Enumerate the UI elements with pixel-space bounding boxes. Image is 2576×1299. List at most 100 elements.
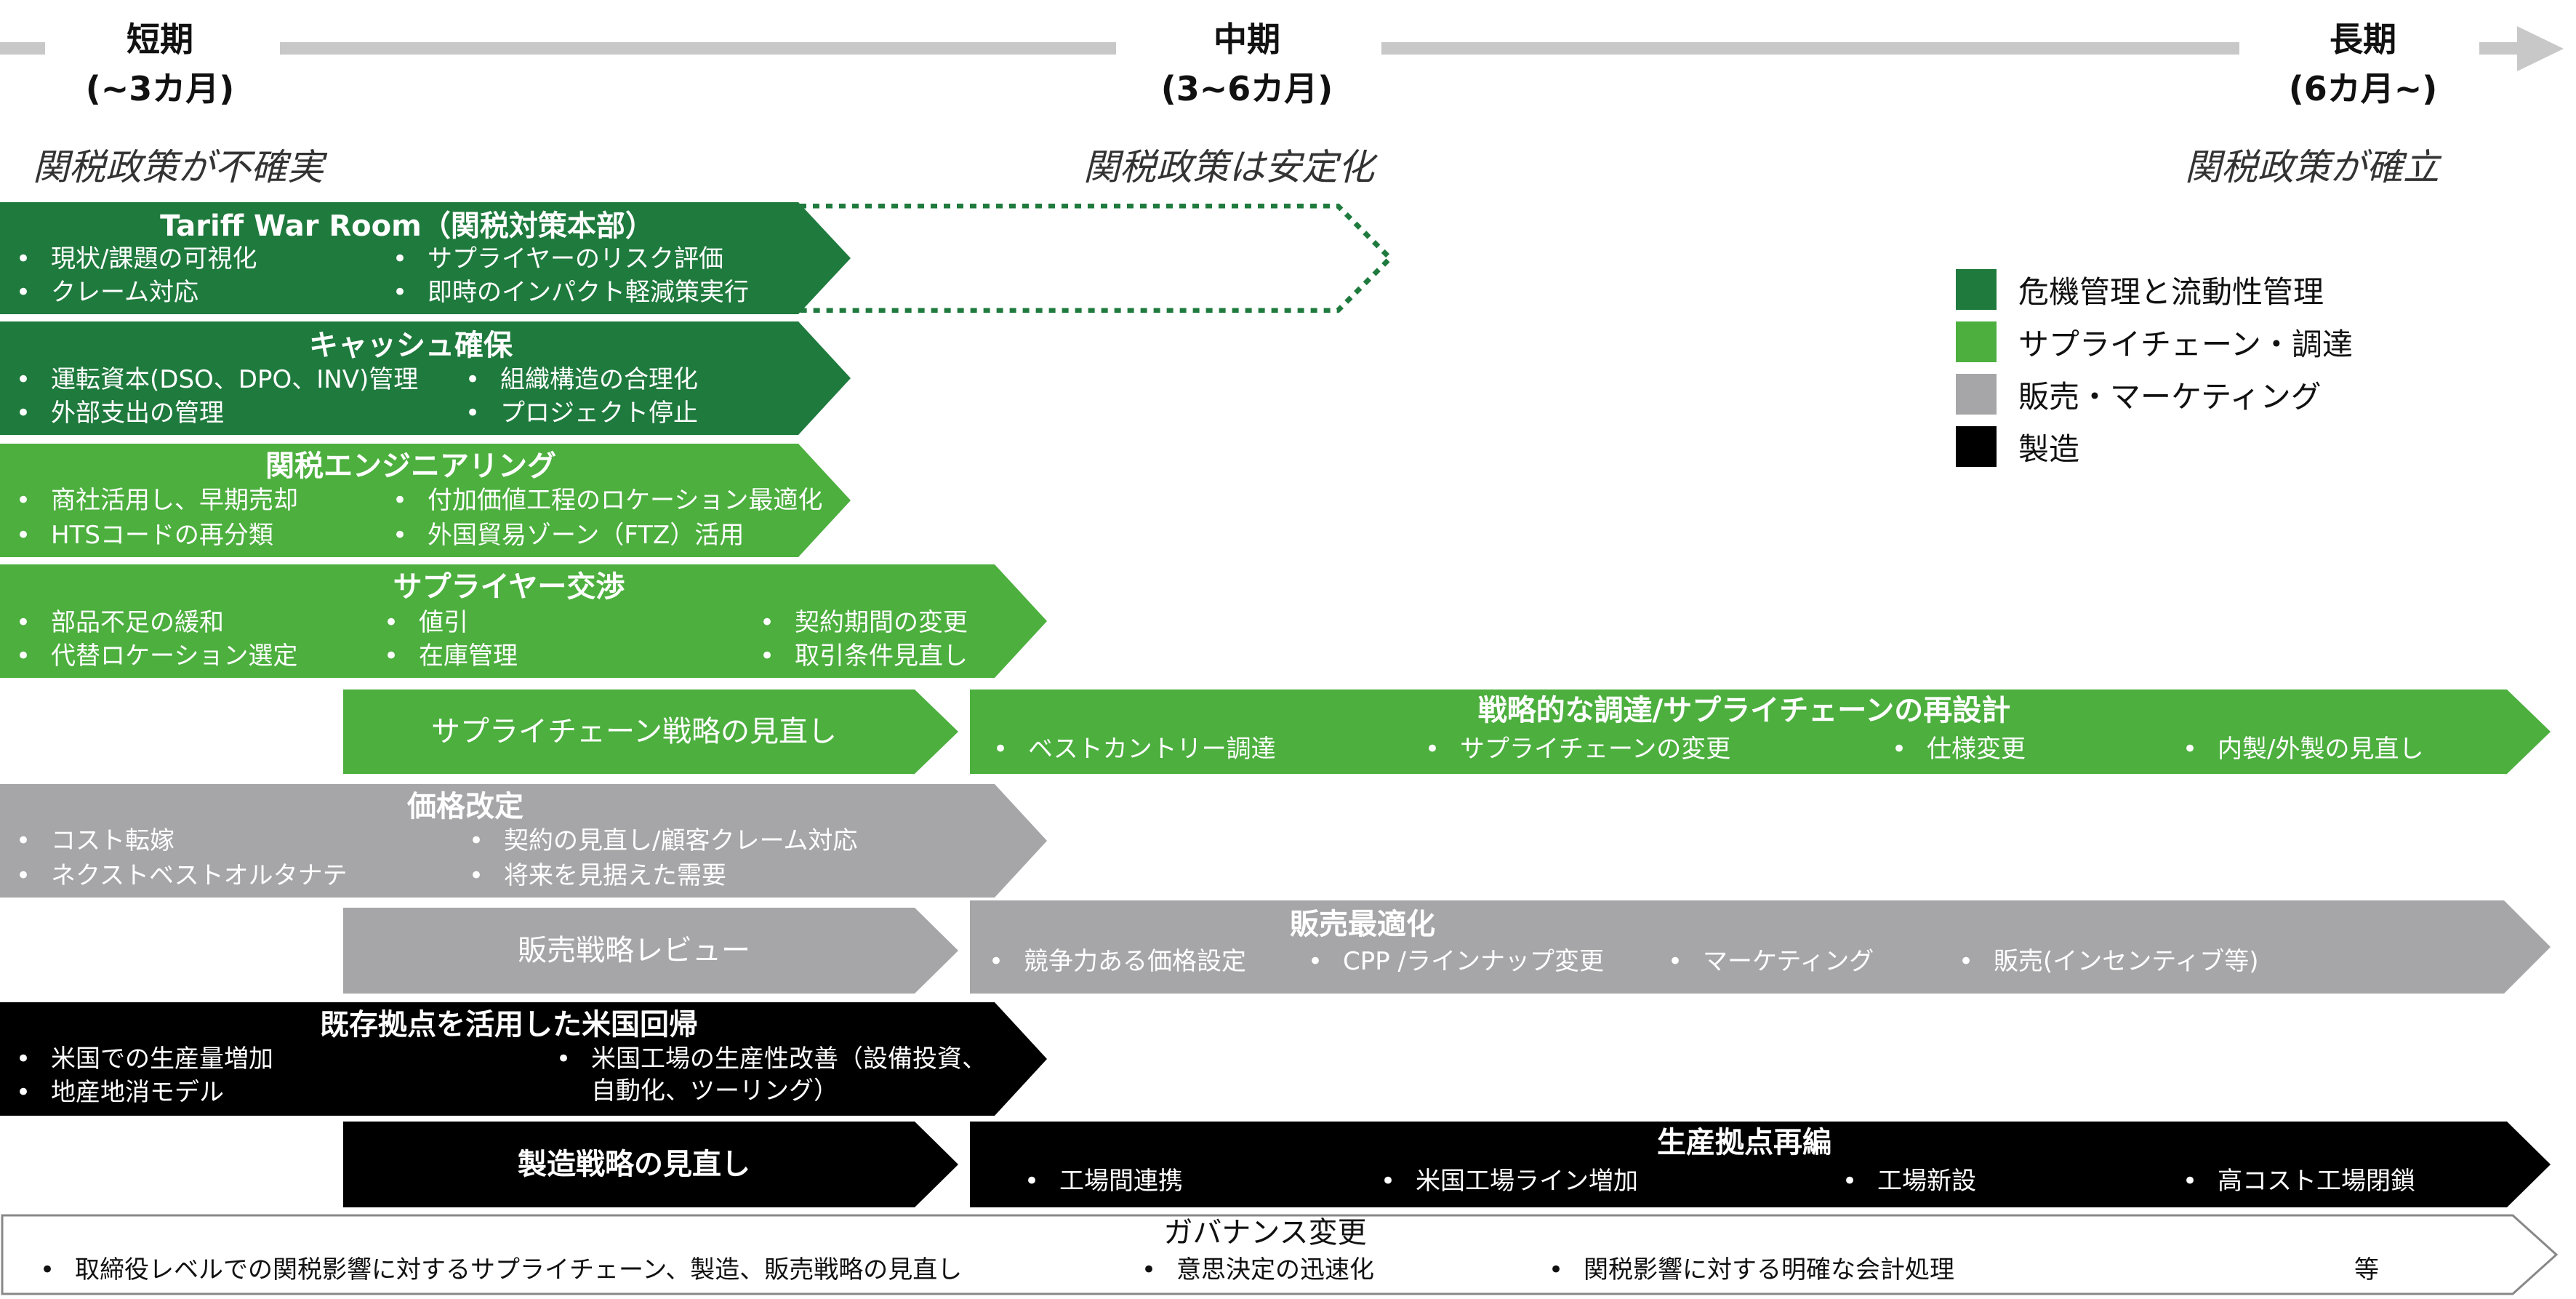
band-mfg-review-shape xyxy=(343,1122,958,1207)
phase-short: 短期 (~3カ月) xyxy=(51,15,269,113)
band-pricing-item: ネクストベストオルタナテ xyxy=(16,860,348,892)
phase-long: 長期 (6カ月~) xyxy=(2254,15,2472,113)
band-sales-optimization-item: 競争力ある価格設定 xyxy=(989,946,1246,978)
phase-mid-label: 中期 xyxy=(1213,20,1280,59)
band-mfg-reorganization-item: 工場間連携 xyxy=(1024,1165,1183,1197)
band-reshoring: 既存拠点を活用した米国回帰 米国での生産量増加 米国工場の生産性改善（設備投資、… xyxy=(0,1002,1047,1116)
phase-short-note: 関税政策が不確実 xyxy=(33,146,324,188)
band-tariff-war-room: Tariff War Room（関税対策本部） 現状/課題の可視化 サプライヤー… xyxy=(0,202,851,314)
band-reshoring-title: 既存拠点を活用した米国回帰 xyxy=(320,1008,698,1042)
band-mfg-reorganization-shape xyxy=(970,1122,2551,1207)
band-governance-item: 関税影響に対する明確な会計処理 xyxy=(1549,1254,1954,1286)
phase-long-label: 長期 xyxy=(2330,20,2396,59)
band-supplier-negotiation-item: 在庫管理 xyxy=(384,640,518,672)
band-mfg-review-title: 製造戦略の見直し xyxy=(518,1148,750,1181)
band-tariff-engineering-item: HTSコードの再分類 xyxy=(16,519,273,551)
band-tariff-engineering-item: 外国貿易ゾーン（FTZ）活用 xyxy=(393,519,744,551)
legend-swatch-sales xyxy=(1956,374,1997,415)
phase-short-label: 短期 xyxy=(127,20,193,59)
band-tariff-war-room-item: クレーム対応 xyxy=(16,276,198,308)
band-supplier-negotiation-title: サプライヤー交渉 xyxy=(393,570,625,604)
band-cash-title: キャッシュ確保 xyxy=(309,329,513,362)
band-cash-item: 外部支出の管理 xyxy=(16,397,224,429)
timeline-bar-left-stub xyxy=(0,42,45,55)
legend-label: 製造 xyxy=(2018,431,2080,467)
legend-swatch-crisis xyxy=(1956,269,1997,310)
band-reshoring-item: 米国工場の生産性改善（設備投資、自動化、ツーリング） xyxy=(556,1043,1009,1107)
band-sc-strategy-review: サプライチェーン戦略の見直し xyxy=(343,690,958,774)
band-pricing: 価格改定 コスト転嫁 契約の見直し/顧客クレーム対応 ネクストベストオルタナテ … xyxy=(0,784,1047,898)
band-sc-redesign: 戦略的な調達/サプライチェーンの再設計 ベストカントリー調達 サプライチェーンの… xyxy=(970,690,2551,774)
band-mfg-review: 製造戦略の見直し xyxy=(343,1122,958,1207)
band-pricing-item: コスト転嫁 xyxy=(16,825,174,857)
band-sc-redesign-item: 仕様変更 xyxy=(1892,733,2026,765)
legend-label: サプライチェーン・調達 xyxy=(2018,326,2353,362)
band-governance: ガバナンス変更 取締役レベルでの関税影響に対するサプライチェーン、製造、販売戦略… xyxy=(0,1213,2559,1296)
band-mfg-reorganization: 生産拠点再編 工場間連携 米国工場ライン増加 工場新設 高コスト工場閉鎖 xyxy=(970,1122,2551,1207)
band-supplier-negotiation-item: 取引条件見直し xyxy=(760,640,968,672)
legend-swatch-supply xyxy=(1956,321,1997,362)
band-governance-item: 取締役レベルでの関税影響に対するサプライチェーン、製造、販売戦略の見直し xyxy=(40,1254,962,1286)
band-tariff-engineering-item: 商社活用し、早期売却 xyxy=(16,484,298,516)
legend-swatch-mfg xyxy=(1956,426,1997,467)
legend-item-sales: 販売・マーケティング xyxy=(1956,374,2322,415)
timeline-bar-short-mid xyxy=(280,42,1116,55)
band-sales-review-shape xyxy=(343,908,958,994)
band-supplier-negotiation-item: 値引 xyxy=(384,607,468,639)
band-pricing-item: 将来を見据えた需要 xyxy=(469,860,726,892)
band-sc-redesign-item: サプライチェーンの変更 xyxy=(1425,733,1730,765)
legend-item-crisis: 危機管理と流動性管理 xyxy=(1956,269,2324,310)
band-sc-strategy-review-title: サプライチェーン戦略の見直し xyxy=(431,715,837,748)
band-sales-review-title: 販売戦略レビュー xyxy=(518,934,750,967)
timeline-bar-mid-long xyxy=(1381,42,2239,55)
band-mfg-reorganization-item: 米国工場ライン増加 xyxy=(1381,1165,1638,1197)
band-tariff-engineering: 関税エンジニアリング 商社活用し、早期売却 付加価値工程のロケーション最適化 H… xyxy=(0,444,851,557)
band-cash-item: 運転資本(DSO、DPO、INV)管理 xyxy=(16,364,418,396)
band-governance-suffix: 等 xyxy=(2354,1255,2379,1284)
band-sales-optimization-item: 販売(インセンティブ等) xyxy=(1959,946,2259,978)
phase-mid-range: (3~6カ月) xyxy=(1160,69,1333,108)
legend-item-mfg: 製造 xyxy=(1956,426,2079,467)
band-sales-optimization-item: CPP /ラインナップ変更 xyxy=(1308,946,1604,978)
band-tariff-engineering-title: 関税エンジニアリング xyxy=(265,449,556,483)
band-pricing-title: 価格改定 xyxy=(407,790,523,823)
band-governance-title: ガバナンス変更 xyxy=(1163,1216,1367,1250)
band-mfg-reorganization-item: 工場新設 xyxy=(1842,1165,1976,1197)
band-mfg-reorganization-item: 高コスト工場閉鎖 xyxy=(2183,1165,2415,1197)
band-cash-item: プロジェクト停止 xyxy=(465,397,698,429)
phase-long-range: (6カ月~) xyxy=(2288,69,2438,108)
band-reshoring-item: 米国での生産量増加 xyxy=(16,1043,273,1075)
band-sc-redesign-title: 戦略的な調達/サプライチェーンの再設計 xyxy=(1477,694,2011,727)
band-sc-redesign-item: 内製/外製の見直し xyxy=(2183,733,2423,765)
band-tariff-engineering-item: 付加価値工程のロケーション最適化 xyxy=(393,484,822,516)
band-supplier-negotiation: サプライヤー交渉 部品不足の緩和 値引 契約期間の変更 代替ロケーション選定 在… xyxy=(0,564,1047,678)
band-tariff-war-room-item: 即時のインパクト軽減策実行 xyxy=(393,276,749,308)
band-mfg-reorganization-title: 生産拠点再編 xyxy=(1657,1126,1831,1159)
legend-label: 危機管理と流動性管理 xyxy=(2018,273,2324,310)
band-sales-review: 販売戦略レビュー xyxy=(343,908,958,994)
phase-mid-note: 関税政策は安定化 xyxy=(1083,146,1374,188)
band-cash-item: 組織構造の合理化 xyxy=(465,364,698,396)
phase-short-range: (~3カ月) xyxy=(85,69,235,108)
band-pricing-item: 契約の見直し/顧客クレーム対応 xyxy=(469,825,857,857)
legend-item-supply: サプライチェーン・調達 xyxy=(1956,321,2353,362)
legend-label: 販売・マーケティング xyxy=(2018,378,2322,415)
band-sales-optimization-item: マーケティング xyxy=(1668,946,1874,978)
tariff-war-room-future-outline xyxy=(800,204,1394,313)
band-sales-optimization-title: 販売最適化 xyxy=(1290,908,1435,941)
phase-mid: 中期 (3~6カ月) xyxy=(1134,15,1360,113)
band-reshoring-item: 地産地消モデル xyxy=(16,1076,224,1108)
band-tariff-war-room-item: 現状/課題の可視化 xyxy=(16,243,257,275)
timeline-arrow-icon xyxy=(2517,26,2564,71)
phase-long-note: 関税政策が確立 xyxy=(2185,146,2439,188)
band-cash: キャッシュ確保 運転資本(DSO、DPO、INV)管理 組織構造の合理化 外部支… xyxy=(0,321,851,435)
band-sales-optimization: 販売最適化 競争力ある価格設定 CPP /ラインナップ変更 マーケティング 販売… xyxy=(970,900,2551,994)
band-tariff-war-room-item: サプライヤーのリスク評価 xyxy=(393,243,723,275)
timeline-bar-end xyxy=(2479,42,2523,55)
band-sc-redesign-item: ベストカントリー調達 xyxy=(993,733,1276,765)
band-supplier-negotiation-item: 契約期間の変更 xyxy=(760,607,968,639)
band-sc-redesign-shape xyxy=(970,690,2551,774)
band-governance-item: 意思決定の迅速化 xyxy=(1141,1254,1374,1286)
band-sc-strategy-review-shape xyxy=(343,690,958,774)
band-supplier-negotiation-item: 部品不足の緩和 xyxy=(16,607,224,639)
